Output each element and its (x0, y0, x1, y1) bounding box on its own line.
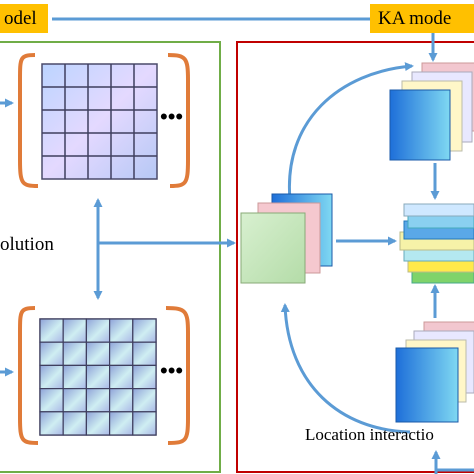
bracket-top-left (18, 53, 39, 188)
convolution-label: olution (0, 234, 54, 255)
feature-grid-bottom (39, 318, 157, 436)
feature-grid-top (41, 63, 158, 180)
ellipsis-top: ••• (160, 104, 183, 129)
location-interaction-label: Location interactio (305, 425, 434, 444)
bracket-bottom-left (18, 306, 39, 445)
interaction-loop-top (287, 62, 414, 201)
feature-stack-bottom (395, 321, 474, 423)
left-model-tag: odel (0, 4, 48, 33)
ellipsis-bottom: ••• (160, 358, 183, 383)
bracket-top-right (167, 53, 190, 188)
convolution-frame (0, 41, 221, 473)
feature-stack-left (240, 193, 333, 284)
interaction-loop-bottom (280, 303, 411, 434)
ka-module-frame (236, 41, 474, 473)
ka-model-tag: KA mode (370, 4, 474, 33)
stacked-feature-layers (399, 203, 474, 284)
bracket-bottom-right (165, 306, 190, 445)
feature-stack-top (389, 62, 474, 161)
